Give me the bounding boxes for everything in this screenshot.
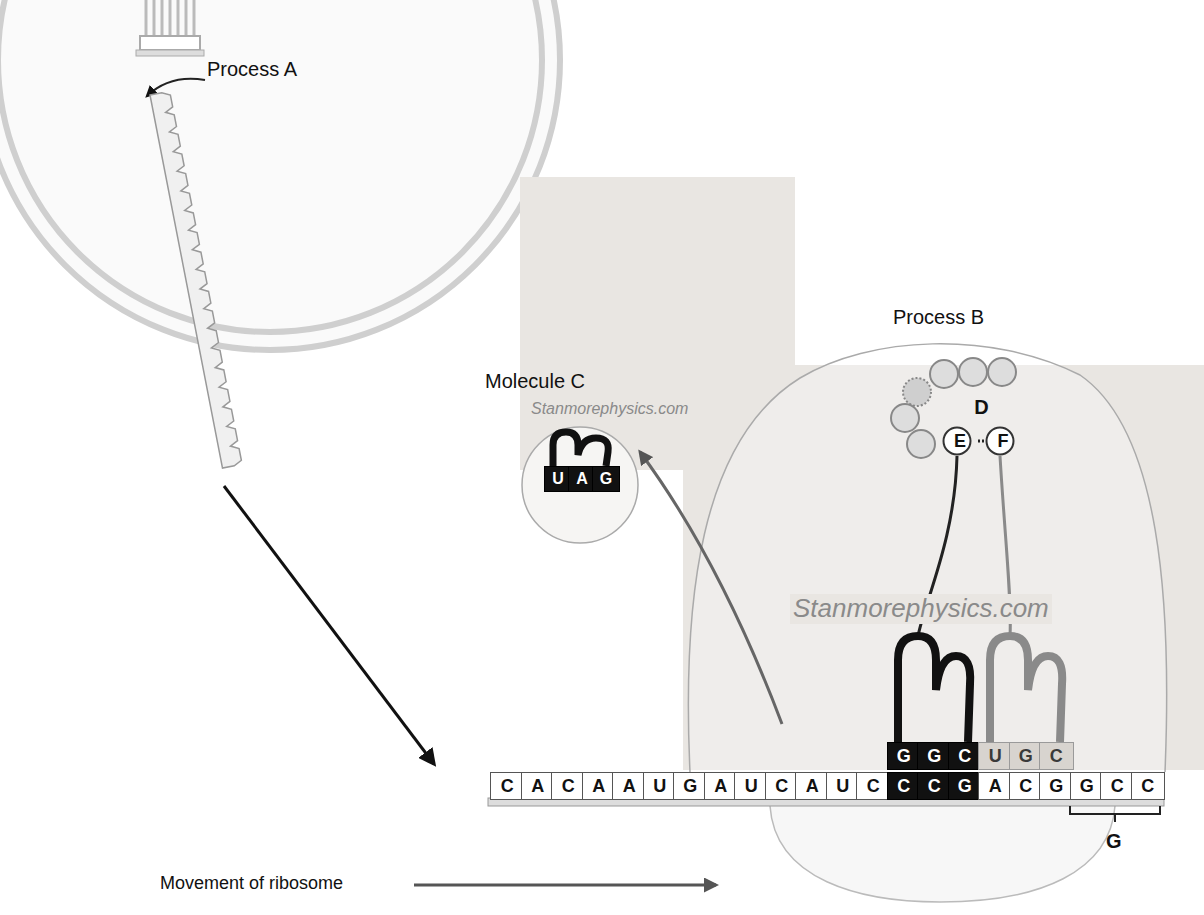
watermark: Stanmorephysics.com bbox=[790, 594, 1052, 624]
trna-molecule bbox=[553, 432, 608, 466]
base-letter: C bbox=[949, 743, 982, 769]
ribosome-small-subunit bbox=[770, 806, 1115, 902]
amino-acid-circle: F bbox=[985, 426, 1021, 456]
movement-arrow bbox=[414, 884, 716, 887]
mrna-base: A bbox=[521, 772, 556, 800]
amino-acid bbox=[907, 430, 935, 458]
mrna-base: C bbox=[1131, 772, 1166, 800]
anticodon-base: G bbox=[887, 742, 922, 770]
mrna-base: G bbox=[948, 772, 983, 800]
mrna-travel-arrow bbox=[224, 486, 434, 764]
mrna-base: A bbox=[795, 772, 830, 800]
anticodon-base: U bbox=[978, 742, 1013, 770]
amino-acid bbox=[891, 404, 919, 432]
mrna-base: C bbox=[551, 772, 586, 800]
anticodon-base: G bbox=[917, 742, 952, 770]
base-letter: G bbox=[918, 743, 951, 769]
mrna-base: C bbox=[1009, 772, 1044, 800]
base-letter: C bbox=[491, 773, 524, 799]
amino-acid bbox=[959, 358, 987, 386]
mrna-base: G bbox=[673, 772, 708, 800]
base-letter: G bbox=[1040, 773, 1073, 799]
process-label: Process B bbox=[893, 306, 984, 329]
base-letter: C bbox=[1040, 743, 1073, 769]
mrna-base: C bbox=[1100, 772, 1135, 800]
part-label: G bbox=[1106, 830, 1122, 853]
base-letter: E bbox=[942, 426, 978, 456]
mrna-base: A bbox=[978, 772, 1013, 800]
trna-molecule bbox=[898, 636, 970, 742]
base-letter: C bbox=[552, 773, 585, 799]
base-letter: G bbox=[593, 467, 619, 491]
mrna-base: C bbox=[490, 772, 525, 800]
anticodon-base: G bbox=[1009, 742, 1044, 770]
base-letter: A bbox=[979, 773, 1012, 799]
mrna-base: U bbox=[734, 772, 769, 800]
anticodon-base: C bbox=[1039, 742, 1074, 770]
nuclear-membrane bbox=[0, 0, 560, 350]
base-letter: G bbox=[949, 773, 982, 799]
base-letter: C bbox=[766, 773, 799, 799]
amino-acid-circle: E bbox=[942, 426, 978, 456]
base-letter: C bbox=[1132, 773, 1165, 799]
anticodon-base: G bbox=[592, 466, 620, 492]
amino-acid bbox=[903, 378, 931, 406]
base-letter: U bbox=[644, 773, 677, 799]
base-letter: G bbox=[888, 743, 921, 769]
base-letter: C bbox=[1010, 773, 1043, 799]
base-letter: A bbox=[796, 773, 829, 799]
base-letter: C bbox=[888, 773, 921, 799]
base-letter: F bbox=[985, 426, 1021, 456]
base-letter: C bbox=[918, 773, 951, 799]
mrna-base: U bbox=[643, 772, 678, 800]
anticodon-base: C bbox=[948, 742, 983, 770]
mrna-base: C bbox=[856, 772, 891, 800]
molecule-label: Molecule C bbox=[485, 370, 585, 393]
base-letter: G bbox=[1010, 743, 1043, 769]
mrna-base: U bbox=[826, 772, 861, 800]
bond-label: D bbox=[974, 396, 988, 419]
dna-strand bbox=[140, 36, 200, 50]
amino-acid bbox=[930, 360, 958, 388]
base-letter: A bbox=[522, 773, 555, 799]
base-letter: G bbox=[674, 773, 707, 799]
peptide-bond bbox=[978, 440, 985, 443]
dna-rungs bbox=[146, 0, 194, 36]
codon-bracket bbox=[1070, 806, 1160, 822]
base-letter: A bbox=[583, 773, 616, 799]
process-label: Process A bbox=[207, 58, 297, 81]
base-letter: U bbox=[735, 773, 768, 799]
mrna-base: A bbox=[704, 772, 739, 800]
direction-label: Movement of ribosome bbox=[160, 873, 343, 894]
mrna-strand bbox=[150, 91, 242, 468]
trna-molecule bbox=[990, 636, 1062, 742]
mrna-base: C bbox=[917, 772, 952, 800]
release-arrow bbox=[640, 452, 782, 724]
ribosome-large-subunit bbox=[688, 344, 1166, 772]
amino-acid bbox=[988, 358, 1016, 386]
base-letter: C bbox=[1101, 773, 1134, 799]
base-letter: U bbox=[827, 773, 860, 799]
zoom-circle bbox=[522, 427, 638, 543]
dna-strand bbox=[136, 50, 204, 56]
mrna-base: G bbox=[1070, 772, 1105, 800]
nuclear-membrane bbox=[0, 0, 542, 332]
base-letter: A bbox=[705, 773, 738, 799]
base-letter: G bbox=[1071, 773, 1104, 799]
base-letter: U bbox=[979, 743, 1012, 769]
mrna-base: G bbox=[1039, 772, 1074, 800]
mrna-base: C bbox=[765, 772, 800, 800]
watermark: Stanmorephysics.com bbox=[528, 400, 691, 418]
mrna-base: C bbox=[887, 772, 922, 800]
base-letter: C bbox=[857, 773, 890, 799]
mrna-base: A bbox=[582, 772, 617, 800]
mrna-base: A bbox=[612, 772, 647, 800]
base-letter: A bbox=[613, 773, 646, 799]
